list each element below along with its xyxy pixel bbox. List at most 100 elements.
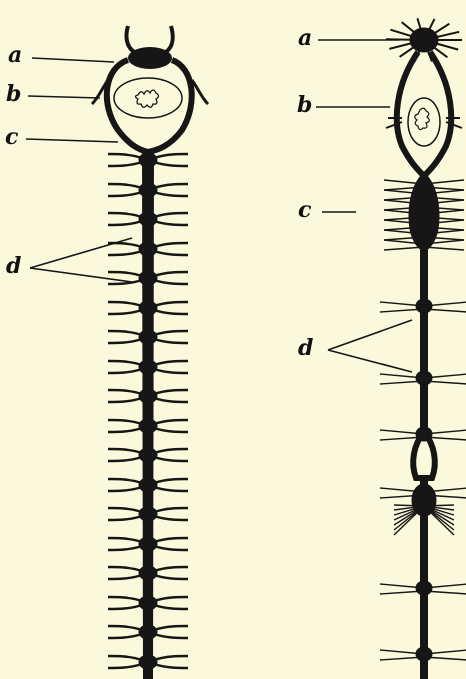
left-lateral-nerve [108,428,142,432]
left-ganglion [139,507,157,521]
left-lateral-nerve [108,213,142,217]
left-lateral-nerve [154,567,188,571]
left-lateral-nerve [154,597,188,601]
left-lateral-nerve [154,457,188,461]
left-lateral-nerve [108,575,142,579]
left-ganglion [139,242,157,256]
left-lateral-nerve [154,420,188,424]
right-label-c: c [298,199,311,221]
left-lateral-nerve [154,184,188,188]
left-lateral-nerve [154,546,188,550]
left-lateral-nerve [154,575,188,579]
left-brain [128,47,172,69]
left-lateral-nerve [154,398,188,402]
left-lateral-nerve [108,508,142,512]
left-label-a: a [8,44,22,66]
left-ganglion [139,153,157,167]
left-lateral-nerve [108,162,142,166]
right-ganglion [416,647,432,661]
left-lateral-nerve [154,605,188,609]
left-lateral-nerve [154,516,188,520]
left-lateral-nerve [108,221,142,225]
right-label-d: d [298,337,313,359]
left-ganglion [139,448,157,462]
left-lateral-nerve [154,361,188,365]
label-leaders [26,40,412,372]
left-lateral-nerve [154,154,188,158]
left-ganglion [139,655,157,669]
left-lateral-nerve [154,243,188,247]
left-ganglion [139,183,157,197]
left-lateral-nerve [154,302,188,306]
left-ganglion [139,478,157,492]
left-lateral-nerve [154,339,188,343]
left-lateral-nerve [108,538,142,542]
left-lateral-nerve [108,361,142,365]
left-lateral-nerve [108,251,142,255]
right-leader-d1 [328,320,412,350]
left-lateral-nerve [108,154,142,158]
right-lateral-nerve [424,247,464,250]
left-lateral-nerve [154,213,188,217]
left-lateral-nerve [108,597,142,601]
left-label-b: b [6,83,21,105]
left-lateral-nerve [154,508,188,512]
left-lateral-nerve [108,420,142,424]
left-lateral-nerve [108,567,142,571]
left-ganglion [139,212,157,226]
left-ganglion [139,625,157,639]
left-lateral-nerve [154,251,188,255]
left-lateral-nerve [154,664,188,668]
left-lateral-nerve [108,398,142,402]
left-lateral-nerve [108,546,142,550]
left-ganglion [139,389,157,403]
left-lateral-nerve [108,479,142,483]
left-lateral-nerve [154,390,188,394]
left-lateral-nerve [108,656,142,660]
left-label-c: c [5,126,18,148]
left-lateral-nerve [108,487,142,491]
left-lateral-nerve [154,331,188,335]
left-lateral-nerve [108,184,142,188]
left-lateral-nerve [154,449,188,453]
left-lateral-nerve [154,428,188,432]
left-leader-c [26,139,118,142]
left-lateral-nerve [108,192,142,196]
right-ganglion [416,299,432,313]
right-label-a: a [298,27,312,49]
left-lateral-nerve [108,457,142,461]
left-lateral-nerve [154,272,188,276]
left-lateral-nerve [108,272,142,276]
right-figure [380,18,466,679]
left-ganglion [139,537,157,551]
left-leader-d1 [30,238,132,268]
left-gut-outer [114,78,182,118]
right-leader-d2 [328,350,412,372]
left-lateral-nerve [154,538,188,542]
right-ganglion [416,427,432,441]
left-lateral-nerve [108,390,142,394]
left-leader-a [32,58,114,62]
left-lateral-nerve [108,302,142,306]
left-lateral-nerve [108,626,142,630]
left-ganglion [139,566,157,580]
left-lateral-nerve [154,634,188,638]
left-lateral-nerve [154,626,188,630]
left-lateral-nerve [154,280,188,284]
left-lateral-nerve [154,656,188,660]
right-gut-outer [408,98,440,146]
right-label-b: b [297,94,312,116]
left-ganglion [139,596,157,610]
left-lateral-nerve [108,331,142,335]
left-lateral-nerve [108,605,142,609]
left-lateral-nerve [154,310,188,314]
left-label-d: d [6,255,21,277]
left-leader-b [28,96,100,98]
left-lateral-nerve [108,369,142,373]
left-figure [92,26,208,679]
left-lateral-nerve [108,664,142,668]
left-lateral-nerve [154,369,188,373]
left-lateral-nerve [154,192,188,196]
